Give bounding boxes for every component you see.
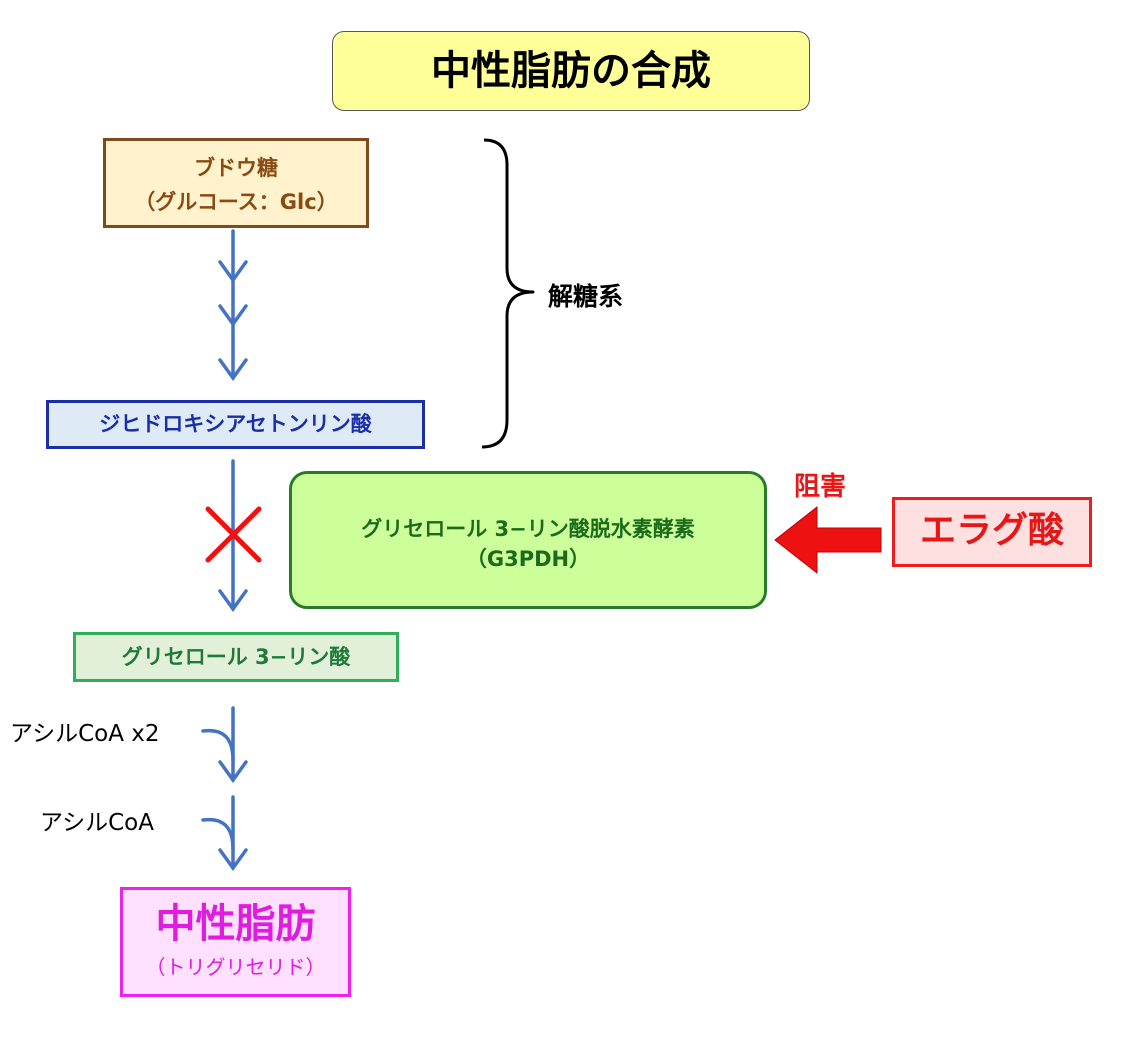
blocked-cross-icon: [205, 506, 262, 563]
inhibition-arrow-icon: [774, 505, 882, 575]
glycerol-3-phosphate-box: グリセロール 3−リン酸: [73, 632, 399, 682]
g3pdh-enzyme-box: グリセロール 3−リン酸脱水素酵素 （G3PDH）: [289, 471, 767, 609]
glucose-name: ブドウ糖: [194, 156, 278, 180]
glycolysis-flow-arrows: [218, 229, 248, 381]
glycolysis-label: 解糖系: [548, 282, 624, 311]
enzyme-name: グリセロール 3−リン酸脱水素酵素: [361, 517, 695, 541]
ellagic-acid-box: エラグ酸: [892, 497, 1092, 567]
acylation-arrow-1: [201, 706, 248, 783]
enzyme-abbreviation: （G3PDH）: [465, 547, 591, 571]
inhibition-label: 阻害: [794, 472, 847, 502]
arrowhead-3: [218, 358, 248, 381]
acyl-coa-label: アシルCoA: [40, 810, 154, 836]
acylation-arrow-2: [201, 795, 248, 871]
triglyceride-box: 中性脂肪 （トリグリセリド）: [120, 887, 351, 997]
page-title: 中性脂肪の合成: [332, 31, 810, 111]
triglyceride-title: 中性脂肪: [155, 901, 316, 947]
triglyceride-subtitle: （トリグリセリド）: [145, 955, 326, 979]
arrowhead-1: [218, 260, 248, 283]
dhap-box: ジヒドロキシアセトンリン酸: [46, 400, 425, 449]
glucose-synonym: （グルコース：Glc）: [134, 190, 338, 214]
glucose-box: ブドウ糖 （グルコース：Glc）: [103, 138, 369, 228]
glycolysis-brace-icon: [481, 138, 535, 449]
acyl-coa-x2-label: アシルCoA x2: [10, 721, 160, 747]
arrowhead-2: [218, 304, 248, 327]
